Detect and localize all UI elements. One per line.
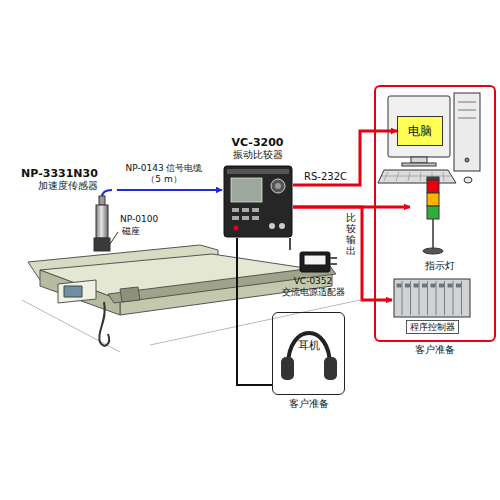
plc-box: 程序控制器	[392, 276, 472, 334]
device-name: 程序控制器	[406, 320, 459, 334]
floor-lines	[22, 300, 360, 352]
part-name: 磁座	[122, 226, 140, 237]
leader-line	[110, 232, 118, 244]
model-number: VC-3200	[231, 136, 283, 149]
adapter-box: VC-0352交流电源适配器	[279, 250, 348, 298]
power-cable	[289, 238, 291, 250]
ac-adapter	[300, 252, 337, 272]
part-number: NP-0100	[120, 214, 158, 225]
headphone-cable	[237, 238, 272, 385]
region-caption: 客户准备	[273, 397, 344, 410]
headphones	[281, 333, 337, 380]
compare-output-link	[293, 207, 392, 300]
signal-cable	[117, 189, 222, 191]
region-caption: 客户准备	[376, 343, 494, 356]
device-name: 耳机	[298, 339, 320, 353]
device-name: 振动比较器	[233, 149, 283, 161]
device-name: 加速度传感器	[38, 180, 98, 192]
output-label: 比较输出	[346, 212, 356, 256]
indicator-lamp	[423, 177, 443, 254]
vibration-comparator-box: VC-3200振动比较器	[222, 136, 293, 238]
indicator-lamp-box: 指示灯	[410, 176, 470, 272]
device-name: 指示灯	[425, 259, 455, 272]
cable-label: NP-0143 信号电缆（5 m）	[122, 163, 206, 185]
headphone-box: 耳机客户准备	[272, 312, 345, 395]
plc-rack	[394, 279, 470, 317]
interface-label: RS-232C	[304, 171, 347, 183]
model-number: VC-0352	[294, 276, 333, 287]
computer	[378, 93, 480, 183]
device-name: 交流电源适配器	[282, 287, 345, 298]
rs232c-link	[293, 131, 397, 185]
model-number: NP-3331N30	[21, 167, 98, 180]
sensor-box: NP-3331N30加速度传感器	[15, 167, 117, 250]
accelerometer-sensor	[94, 190, 112, 251]
computer-screen: 电脑	[397, 116, 443, 146]
device-name: 电脑	[408, 124, 432, 139]
vibration-comparator	[224, 166, 292, 237]
customer-supplied-region: 客户准备电脑指示灯程序控制器	[374, 85, 496, 342]
